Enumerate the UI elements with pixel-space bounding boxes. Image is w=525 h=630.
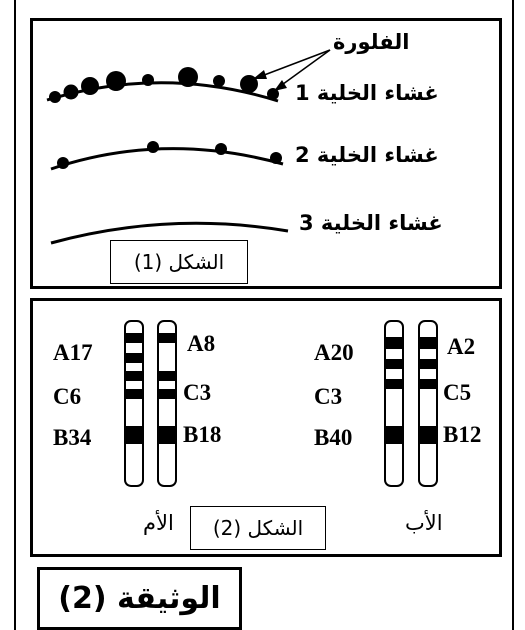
father-left-label-1: A20 <box>314 340 354 365</box>
father-chromosome-1 <box>384 320 404 487</box>
mother-label: الأم <box>143 511 174 535</box>
fluorescence-label: الفلورة <box>333 30 410 54</box>
figure-1-caption: الشكل (1) <box>110 240 248 284</box>
mother-right-label-1: A8 <box>187 331 216 356</box>
fluorescence-particle <box>267 88 279 100</box>
document-label: الوثيقة (2) <box>37 567 242 630</box>
arrow-head <box>274 80 287 91</box>
outer-left-line <box>14 0 16 630</box>
father-left-label-2: C3 <box>314 384 343 409</box>
fluorescence-particle <box>63 84 79 100</box>
fluorescence-particle <box>178 67 198 87</box>
fluorescence-particle <box>213 75 225 87</box>
mother-right-label-2: C3 <box>183 380 212 405</box>
fluorescence-particle <box>270 152 282 164</box>
father-chromosome-2 <box>418 320 438 487</box>
arrow-line <box>278 49 331 88</box>
father-right-label-1: A2 <box>447 334 476 359</box>
cell-membrane-2 <box>50 147 284 171</box>
mother-left-label-3: B34 <box>53 425 92 450</box>
membrane-1-label: غشاء الخلية 1 <box>295 81 439 105</box>
outer-right-line <box>512 0 514 630</box>
father-left-label-3: B40 <box>314 425 353 450</box>
membrane-3-label: غشاء الخلية 3 <box>299 211 443 235</box>
arrow-line <box>258 49 331 78</box>
mother-left-label-1: A17 <box>53 340 93 365</box>
membrane-2-label: غشاء الخلية 2 <box>295 143 439 167</box>
fluorescence-particle <box>142 74 154 86</box>
fluorescence-particle <box>147 141 159 153</box>
mother-chromosome-2 <box>157 320 177 487</box>
membrane-diagram <box>46 49 331 245</box>
chromosome-diagram <box>124 320 438 487</box>
mother-right-label-3: B18 <box>183 422 222 447</box>
father-label: الأب <box>405 511 443 535</box>
fluorescence-particle <box>240 75 258 93</box>
mother-chromosome-1 <box>124 320 144 487</box>
fluorescence-particle <box>57 157 69 169</box>
fluorescence-particle <box>106 71 126 91</box>
arrow-head <box>253 70 267 79</box>
figure-2-caption: الشكل (2) <box>190 506 326 550</box>
mother-left-label-2: C6 <box>53 384 82 409</box>
father-right-label-3: B12 <box>443 422 482 447</box>
fluorescence-particle <box>49 91 61 103</box>
fluorescence-particle <box>215 143 227 155</box>
figure-2-panel: A17 C6 B34 A8 C3 B18 A20 C3 B40 A2 C5 B1… <box>30 298 502 557</box>
father-right-label-2: C5 <box>443 380 472 405</box>
figure-1-panel: الفلورة غشاء الخلية 1 غشاء الخلية 2 غشاء… <box>30 18 502 289</box>
fluorescence-particle <box>81 77 99 95</box>
cell-membrane-3 <box>50 221 289 245</box>
